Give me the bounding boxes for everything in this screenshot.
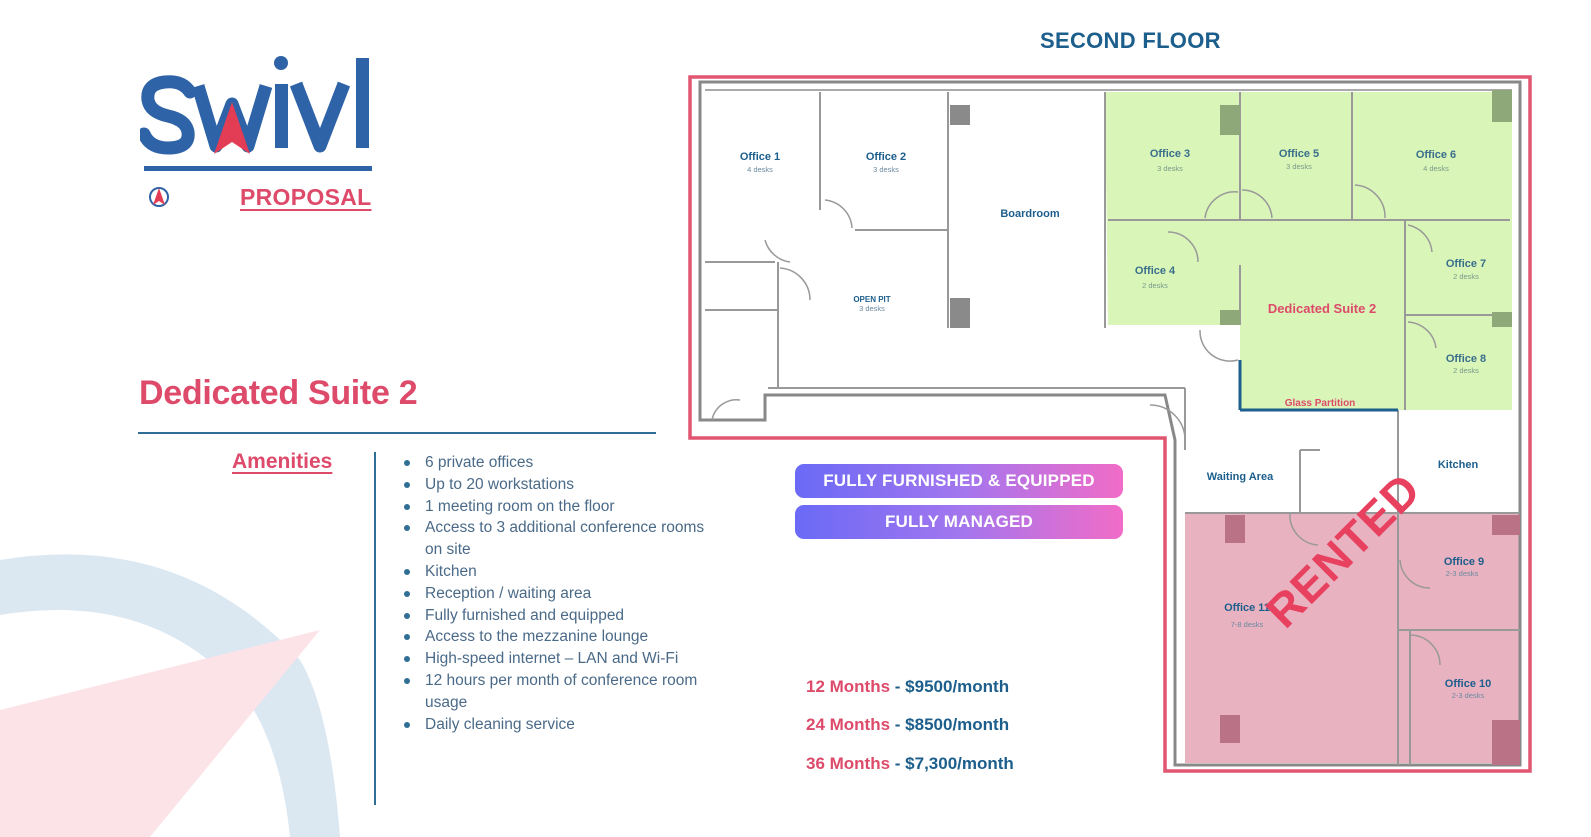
office2-label: Office 2 — [866, 151, 906, 163]
amenity-item: Daily cleaning service — [401, 714, 721, 736]
price-amount: - $8500/month — [890, 715, 1010, 734]
office8-desks: 2 desks — [1453, 366, 1479, 375]
amenity-item: Fully furnished and equipped — [401, 605, 721, 627]
office1-label: Office 1 — [740, 151, 780, 163]
amenities-heading: Amenities — [232, 450, 333, 473]
waiting-area-label: Waiting Area — [1207, 471, 1274, 483]
amenity-item: 6 private offices — [401, 452, 721, 474]
swivl-mark-icon — [149, 187, 169, 207]
office6-desks: 4 desks — [1423, 164, 1449, 173]
price-row: 12 Months - $9500/month — [806, 677, 1009, 697]
office11-desks: 7-8 desks — [1231, 620, 1264, 629]
floor-title: SECOND FLOOR — [1040, 28, 1221, 53]
glass-partition-label: Glass Partition — [1285, 398, 1356, 409]
office6-label: Office 6 — [1416, 149, 1456, 161]
office11-label: Office 11 — [1224, 602, 1270, 614]
title-divider — [138, 432, 656, 434]
amenity-item: Up to 20 workstations — [401, 474, 721, 496]
office2-desks: 3 desks — [873, 165, 899, 174]
swivl-logo — [140, 56, 372, 171]
suite-title: Dedicated Suite 2 — [139, 374, 418, 412]
office8-label: Office 8 — [1446, 353, 1486, 365]
office9-desks: 2-3 desks — [1446, 569, 1479, 578]
price-term: 12 Months — [806, 677, 891, 696]
managed-badge: FULLY MANAGED — [795, 505, 1123, 539]
furnished-badge: FULLY FURNISHED & EQUIPPED — [795, 464, 1123, 498]
amenity-item: Kitchen — [401, 561, 721, 583]
price-row: 24 Months - $8500/month — [806, 715, 1009, 735]
office10-label: Office 10 — [1445, 678, 1491, 690]
price-amount: - $7,300/month — [890, 754, 1014, 773]
dedicated-suite-label: Dedicated Suite 2 — [1268, 301, 1376, 316]
amenity-item: 12 hours per month of conference room us… — [401, 670, 721, 714]
boardroom-label: Boardroom — [1000, 208, 1060, 220]
proposal-row: PROPOSAL — [148, 182, 371, 212]
price-term: 36 Months — [806, 754, 891, 773]
background-arrow-graphic — [0, 554, 340, 837]
office5-desks: 3 desks — [1286, 162, 1312, 171]
suite-outline — [688, 75, 1532, 773]
price-term: 24 Months — [806, 715, 891, 734]
dedicated-suite-area — [1105, 92, 1512, 410]
office3-desks: 3 desks — [1157, 164, 1183, 173]
amenity-item: 1 meeting room on the floor — [401, 496, 721, 518]
office5-label: Office 5 — [1279, 148, 1319, 160]
office4-desks: 2 desks — [1142, 281, 1168, 290]
office10-desks: 2-3 desks — [1452, 691, 1485, 700]
amenity-item: Access to the mezzanine lounge — [401, 626, 721, 648]
office9-label: Office 9 — [1444, 556, 1484, 568]
open-pit-desks: 3 desks — [859, 304, 885, 313]
open-pit-label: OPEN PIT — [853, 295, 890, 304]
kitchen-label: Kitchen — [1438, 459, 1479, 471]
office3-label: Office 3 — [1150, 148, 1190, 160]
floor-plan: Office 1 Office 2 Boardroom OPEN PIT Off… — [688, 75, 1532, 773]
amenity-item: Reception / waiting area — [401, 583, 721, 605]
office7-label: Office 7 — [1446, 258, 1486, 270]
office4-label: Office 4 — [1135, 265, 1176, 277]
office1-desks: 4 desks — [747, 165, 773, 174]
amenities-divider — [374, 452, 376, 805]
rented-area — [1185, 513, 1520, 763]
amenities-list: 6 private offices Up to 20 workstations … — [401, 452, 721, 735]
office7-desks: 2 desks — [1453, 272, 1479, 281]
proposal-label: PROPOSAL — [240, 183, 372, 210]
price-amount: - $9500/month — [890, 677, 1010, 696]
price-row: 36 Months - $7,300/month — [806, 754, 1014, 774]
amenity-item: High-speed internet – LAN and Wi-Fi — [401, 648, 721, 670]
amenity-item: Access to 3 additional conference rooms … — [401, 517, 721, 561]
